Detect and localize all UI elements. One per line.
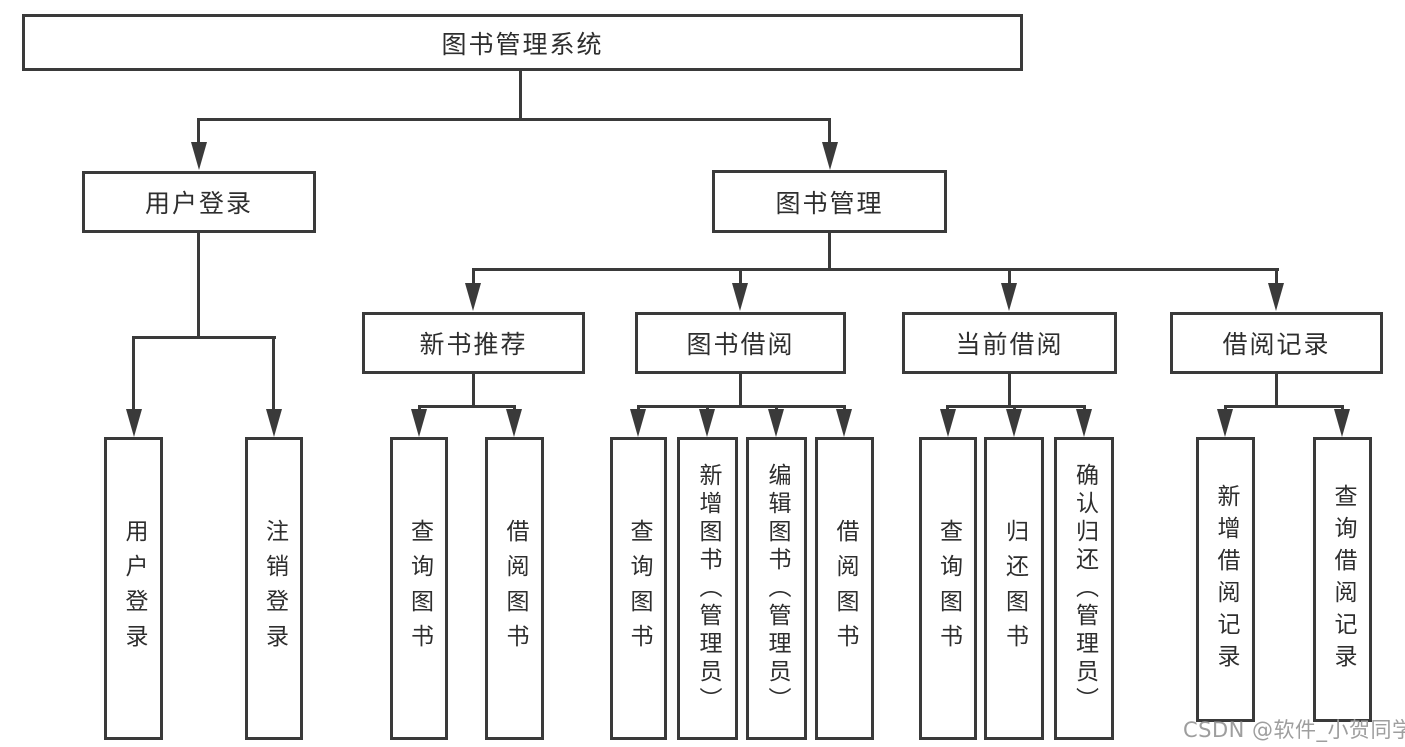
arrowhead [465,283,481,311]
connector-line [472,374,475,408]
arrowhead [191,142,207,170]
connector-line [418,405,516,408]
connector-line [828,118,831,145]
arrowhead [630,409,646,437]
arrowhead [411,409,427,437]
arrowhead [506,409,522,437]
node-label: 图书管理 [775,188,884,218]
connector-line [1275,268,1278,286]
leaf-borrow-borrow-books: 借阅图书 [815,437,874,740]
leaf-logout: 注销登录 [245,437,303,740]
csdn-watermark: CSDN @软件_小贺同学 [1183,718,1405,742]
arrowhead [732,283,748,311]
arrowhead [1001,283,1017,311]
node-label: 新书推荐 [419,330,528,359]
connector-line [637,405,846,408]
node-borrowing-records: 借阅记录 [1170,312,1383,374]
arrowhead [822,142,838,170]
leaf-user-login: 用户登录 [104,437,163,740]
node-book-management: 图书管理 [712,170,947,233]
node-label: 归还图书 [1001,518,1028,659]
connector-line [472,268,1279,271]
leaf-borrow-query-books: 查询图书 [610,437,667,740]
connector-line [472,268,475,286]
arrowhead [1334,409,1350,437]
node-root: 图书管理系统 [22,14,1023,71]
connector-line [272,336,275,410]
arrowhead [836,409,852,437]
node-label: 编辑图书（管理员） [764,462,790,715]
connector-line [739,268,742,286]
node-label: 新增借阅记录 [1213,483,1239,676]
connector-line [519,71,522,121]
node-label: 查询图书 [626,518,652,659]
node-label: 用户登录 [121,518,147,659]
node-label: 图书管理系统 [441,29,604,59]
node-label: 借阅记录 [1222,330,1331,359]
arrowhead [126,409,142,437]
connector-line [1008,374,1011,408]
connector-line [1224,405,1344,408]
arrowhead [1076,409,1092,437]
node-label: 用户登录 [144,189,253,218]
node-label: 图书借阅 [686,330,795,359]
node-current-borrowing: 当前借阅 [902,312,1117,374]
leaf-borrow-add-books-admin: 新增图书（管理员） [677,437,738,740]
connector-line [197,233,200,339]
node-label: 当前借阅 [955,330,1064,359]
connector-line [1275,374,1278,408]
arrowhead [1217,409,1233,437]
arrowhead [1268,283,1284,311]
arrowhead [768,409,784,437]
leaf-current-confirm-return-admin: 确认归还（管理员） [1054,437,1114,740]
node-label: 查询借阅记录 [1330,483,1356,676]
node-label: 确认归还（管理员） [1071,462,1098,715]
leaf-records-query-record: 查询借阅记录 [1313,437,1372,722]
arrowhead [940,409,956,437]
node-label: 查询图书 [406,518,433,659]
node-label: 新增图书（管理员） [695,462,721,715]
node-label: 查询图书 [935,518,962,659]
arrowhead [1006,409,1022,437]
connector-line [132,336,135,410]
node-book-borrowing: 图书借阅 [635,312,846,374]
leaf-records-add-record: 新增借阅记录 [1196,437,1255,722]
arrowhead [699,409,715,437]
leaf-current-return-books: 归还图书 [984,437,1044,740]
connector-line [828,233,831,271]
leaf-recommend-query-books: 查询图书 [390,437,448,740]
leaf-borrow-edit-books-admin: 编辑图书（管理员） [746,437,807,740]
leaf-recommend-borrow-books: 借阅图书 [485,437,544,740]
connector-line [739,374,742,408]
node-label: 注销登录 [261,518,288,659]
node-label: 借阅图书 [502,518,528,659]
connector-line [132,336,276,339]
node-label: 借阅图书 [832,518,858,659]
connector-line [1008,268,1011,286]
arrowhead [266,409,282,437]
node-user-login: 用户登录 [82,171,316,233]
connector-line [197,118,200,145]
node-new-book-recommend: 新书推荐 [362,312,585,374]
connector-line [198,118,831,121]
leaf-current-query-books: 查询图书 [919,437,977,740]
